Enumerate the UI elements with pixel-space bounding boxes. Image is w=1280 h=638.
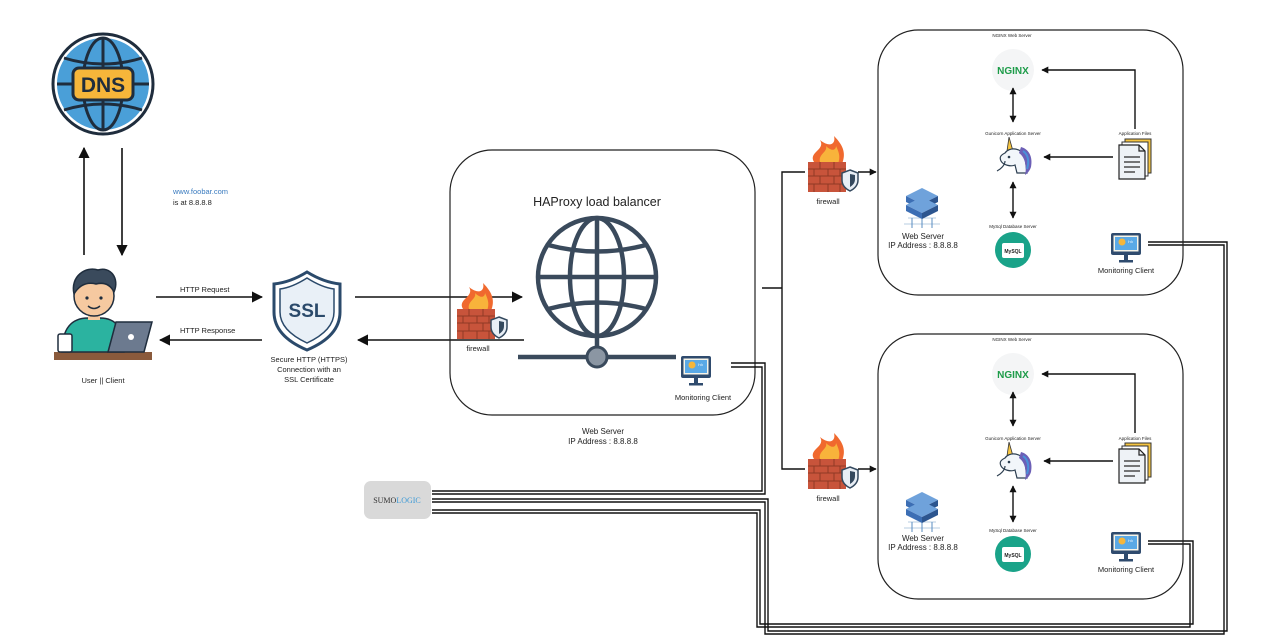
ws1-monitoring-icon xyxy=(1111,233,1141,263)
ws2-nginx-circle xyxy=(992,353,1034,395)
ws2-nginx-logo: NGINX xyxy=(997,370,1029,381)
load-balancer-server-box xyxy=(449,149,756,416)
network-node-icon xyxy=(585,345,609,369)
ws1-gunicorn-label: Gunicorn Application Server xyxy=(985,131,1041,136)
lb-monitoring-icon xyxy=(681,356,711,386)
haproxy-title: HAProxy load balancer xyxy=(533,195,661,209)
ws1-firewall-icon xyxy=(807,135,859,193)
ws2-server-caption-2: IP Address : 8.8.8.8 xyxy=(888,543,958,552)
ws2-mysql-logo: MySQL xyxy=(1004,553,1021,559)
lb-firewall-icon xyxy=(456,282,508,340)
load-balancer-globe-icon xyxy=(518,215,676,360)
lb-server-caption-1: Web Server xyxy=(582,427,624,436)
lb-server-caption-2: IP Address : 8.8.8.8 xyxy=(568,437,638,446)
ws1-firewall-label: firewall xyxy=(816,197,840,206)
ws2-header: NGINX Web Server xyxy=(992,337,1032,342)
ws1-nginx-circle xyxy=(992,49,1034,91)
dns-label: DNS xyxy=(81,74,125,97)
ws2-server-caption-1: Web Server xyxy=(902,534,944,543)
ws1-server-caption-2: IP Address : 8.8.8.8 xyxy=(888,241,958,250)
sumologic-logo: SUMOLOGIC xyxy=(373,496,421,505)
lb-monitoring-label: Monitoring Client xyxy=(675,393,732,402)
ssl-caption-2: Connection with an xyxy=(277,365,341,374)
ws1-mysql-label: MySql Database Server xyxy=(989,224,1037,229)
ws2-firewall-label: firewall xyxy=(816,494,840,503)
ws2-server-icon xyxy=(903,491,941,533)
ws2-monitoring-label: Monitoring Client xyxy=(1098,565,1155,574)
ssl-label: SSL xyxy=(289,301,326,322)
web-server-1-box xyxy=(877,29,1184,296)
ws2-app-files-label: Application Files xyxy=(1119,436,1153,441)
sumologic-logo-box xyxy=(364,481,431,519)
lb-firewall-label: firewall xyxy=(466,344,490,353)
ws1-app-files-label: Application Files xyxy=(1119,131,1153,136)
dns-globe-icon xyxy=(51,32,155,136)
ws2-app-files-icon xyxy=(1118,442,1152,484)
web-server-2-box xyxy=(877,333,1184,600)
ws1-mysql-icon xyxy=(995,232,1031,268)
http-response-label: HTTP Response xyxy=(180,326,235,335)
dns-note-ip: is at 8.8.8.8 xyxy=(173,198,212,207)
ws1-header: NGINX Web Server xyxy=(992,33,1032,38)
ws1-mysql-logo: MySQL xyxy=(1004,249,1021,255)
ws1-nginx-logo: NGINX xyxy=(997,66,1029,77)
ws1-gunicorn-icon xyxy=(996,136,1033,176)
ws2-monitoring-icon xyxy=(1111,532,1141,562)
ws1-server-icon xyxy=(903,187,941,229)
ws1-app-files-icon xyxy=(1118,138,1152,180)
ssl-caption-3: SSL Certificate xyxy=(284,375,334,384)
ws2-files-to-nginx-arrow xyxy=(1041,370,1136,433)
ws2-gunicorn-icon xyxy=(996,441,1033,481)
ws1-files-to-nginx-arrow xyxy=(1041,66,1136,129)
http-request-label: HTTP Request xyxy=(180,285,230,294)
ws2-mysql-label: MySql Database Server xyxy=(989,528,1037,533)
ws1-server-caption-1: Web Server xyxy=(902,232,944,241)
ws2-gunicorn-label: Gunicorn Application Server xyxy=(985,436,1041,441)
ws1-monitoring-label: Monitoring Client xyxy=(1098,266,1155,275)
user-client-icon xyxy=(54,268,153,360)
ssl-caption-1: Secure HTTP (HTTPS) xyxy=(271,355,348,364)
user-client-label: User || Client xyxy=(81,376,125,385)
dns-note-domain: www.foobar.com xyxy=(172,187,228,196)
ws2-firewall-icon xyxy=(807,432,859,490)
ws2-mysql-icon xyxy=(995,536,1031,572)
ssl-shield-icon xyxy=(272,270,342,352)
